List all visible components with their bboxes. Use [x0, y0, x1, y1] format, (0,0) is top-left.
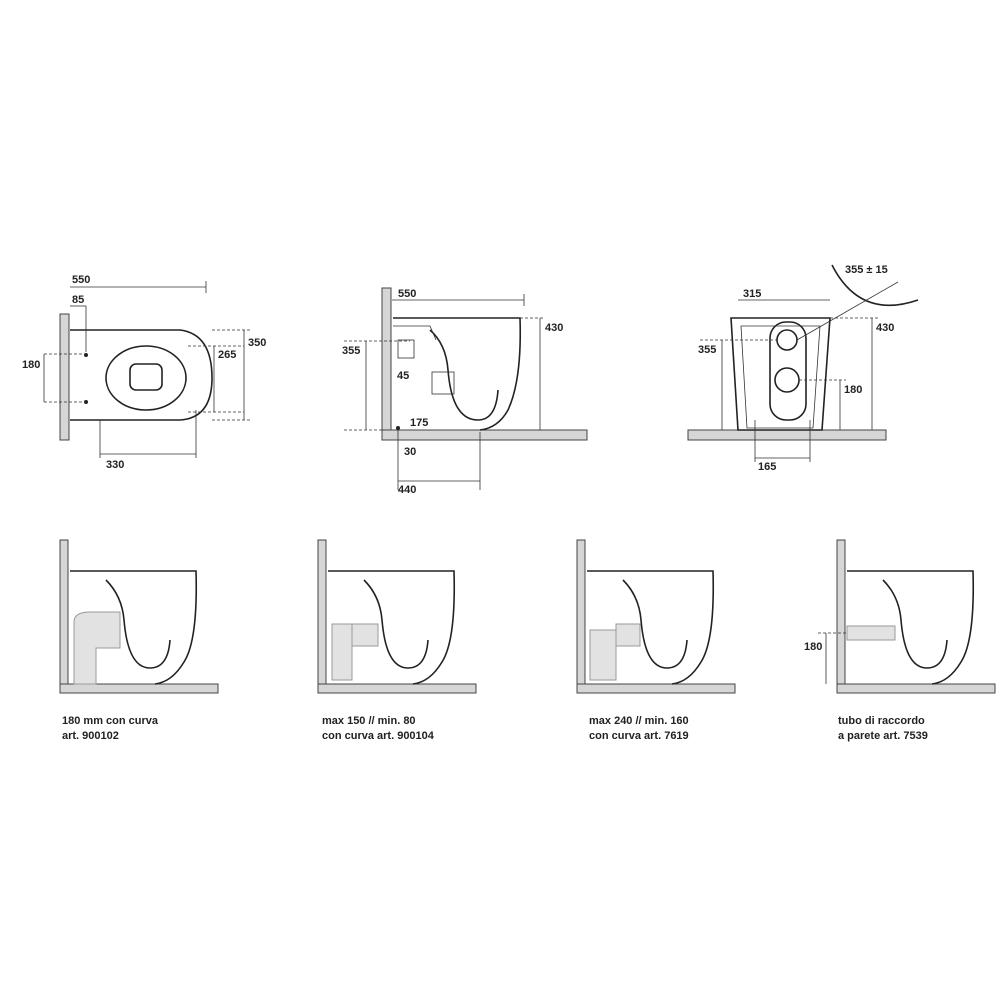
bowl-inner: [882, 579, 948, 669]
wall: [576, 539, 586, 691]
flexible-connector: [351, 623, 379, 647]
bowl-rear-inner: [740, 325, 821, 429]
side-view: 550 430 355 45 175 30 440: [342, 287, 588, 496]
caption-line-2: con curva art. 7619: [589, 730, 689, 742]
wall: [317, 539, 327, 691]
bowl-inner: [622, 579, 688, 669]
dim-label-180: 180: [22, 359, 40, 371]
water-inlet: [397, 339, 415, 359]
flexible-connector: [615, 623, 641, 647]
bowl-inner: [363, 579, 429, 669]
dim-label-45: 45: [397, 370, 409, 382]
dim-label-430: 430: [876, 322, 894, 334]
caption-line-2: art. 900102: [62, 730, 119, 742]
bowl-inner: [429, 329, 499, 421]
bowl-rim: [105, 345, 187, 411]
dim-label-355: 355: [698, 344, 716, 356]
dim-label-355-tolerance: 355 ± 15: [845, 264, 888, 276]
rear-view: 355 ± 15 315 430 355 180 165: [687, 264, 919, 473]
dim-label-355: 355: [342, 345, 360, 357]
caption-line-2: con curva art. 900104: [322, 730, 435, 742]
wall-connector-pipe: [846, 625, 896, 641]
bowl-outline: [70, 329, 213, 421]
wall: [836, 539, 846, 691]
dim-label-330: 330: [106, 459, 124, 471]
dim-label-315: 315: [743, 288, 761, 300]
floor: [381, 429, 588, 441]
bowl-outline: [847, 570, 975, 685]
caption-line-1: tubo di raccordo: [838, 715, 925, 727]
floor: [836, 683, 996, 694]
outlet-channel: [769, 321, 807, 421]
wall: [59, 539, 69, 691]
dim-label-165: 165: [758, 461, 776, 473]
variant-4: 180 tubo di raccordo a parete art. 7539: [804, 539, 996, 742]
caption-line-1: max 150 // min. 80: [322, 715, 416, 727]
bowl-rear-outline: [730, 317, 831, 431]
floor: [59, 683, 219, 694]
drain-outlet-hole: [774, 367, 800, 393]
dim-label-180: 180: [804, 641, 822, 653]
variant-1: 180 mm con curva art. 900102: [59, 539, 219, 742]
dim-label-430: 430: [545, 322, 563, 334]
floor: [317, 683, 477, 694]
detail-leader-line: [796, 281, 899, 341]
dim-label-180: 180: [844, 384, 862, 396]
bowl-outline: [328, 570, 456, 685]
floor: [687, 429, 887, 441]
bowl-outlet: [129, 363, 163, 391]
bowl-outline: [587, 570, 715, 685]
dim-label-265: 265: [218, 349, 236, 361]
dim-label-550: 550: [398, 288, 416, 300]
dim-label-30: 30: [404, 446, 416, 458]
dim-label-440: 440: [398, 484, 416, 496]
variant-3: max 240 // min. 160 con curva art. 7619: [576, 539, 736, 742]
dim-label-85: 85: [72, 294, 84, 306]
variant-2: max 150 // min. 80 con curva art. 900104: [317, 539, 477, 742]
caption-line-1: 180 mm con curva: [62, 715, 159, 727]
floor: [576, 683, 736, 694]
plan-view: 550 85 180 265 350 330: [22, 274, 266, 471]
drain-pipe: [331, 623, 353, 681]
water-inlet-hole: [776, 329, 798, 351]
dim-label-175: 175: [410, 417, 428, 429]
bowl-inner: [105, 579, 171, 669]
wall: [381, 287, 392, 439]
caption-line-1: max 240 // min. 160: [589, 715, 689, 727]
bowl-outline: [393, 317, 522, 431]
wall: [59, 313, 70, 441]
dim-label-550: 550: [72, 274, 90, 286]
drain-bend: [73, 611, 121, 685]
drain-outlet: [431, 371, 455, 395]
fixing-point: [396, 426, 400, 430]
dim-label-350: 350: [248, 337, 266, 349]
drain-pipe: [589, 629, 617, 681]
cistern-connection: [393, 325, 437, 341]
detail-callout-circle: [831, 264, 919, 307]
caption-line-2: a parete art. 7539: [838, 730, 928, 742]
bowl-outline: [70, 570, 198, 685]
